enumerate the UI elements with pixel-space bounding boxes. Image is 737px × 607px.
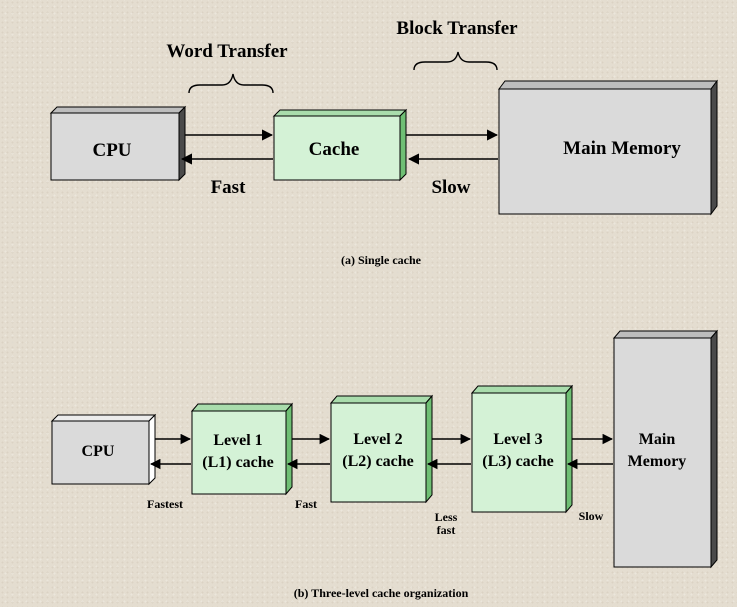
l3-label-line2: (L3) cache (482, 453, 554, 470)
caption-b: (b) Three-level cache organization (294, 586, 469, 600)
three-level-diagram: CPU Level 1 (L1) cache Level 2 (L2) cach… (50, 329, 719, 600)
cpu-b-label: CPU (82, 443, 115, 460)
slow-label: Slow (431, 177, 470, 198)
cpu-box: CPU (49, 105, 187, 182)
l2-cache-box: Level 2 (L2) cache (329, 394, 434, 504)
memory-b-label-line1: Main (639, 431, 676, 448)
l1-label-line2: (L1) cache (202, 454, 274, 471)
single-cache-diagram: CPU Cache Main Memory Word Transfer Bloc… (49, 18, 718, 267)
word-transfer-label: Word Transfer (166, 41, 288, 62)
cache-box: Cache (272, 108, 408, 182)
l2-label-line2: (L2) cache (342, 453, 414, 470)
main-memory-box-b: Main Memory (612, 329, 719, 569)
l2-label-line1: Level 2 (353, 431, 402, 448)
cpu-label: CPU (92, 140, 131, 161)
memory-b-label-line2: Memory (628, 453, 687, 470)
caption-a: (a) Single cache (341, 253, 422, 267)
less-fast-label-line2: fast (437, 523, 456, 537)
l1-cache-box: Level 1 (L1) cache (190, 402, 294, 496)
l1-label-line1: Level 1 (213, 432, 262, 449)
cache-label: Cache (309, 139, 360, 160)
main-memory-label: Main Memory (563, 138, 681, 159)
fast-b-label: Fast (295, 497, 317, 511)
block-transfer-label: Block Transfer (396, 18, 518, 39)
l3-label-line1: Level 3 (493, 431, 542, 448)
less-fast-label-line1: Less (435, 510, 458, 524)
slow-b-label: Slow (579, 509, 604, 523)
fastest-label: Fastest (147, 497, 183, 511)
fast-label: Fast (211, 177, 247, 198)
l3-cache-box: Level 3 (L3) cache (470, 384, 574, 514)
block-transfer-brace (413, 51, 498, 71)
word-transfer-brace (188, 73, 274, 94)
cpu-box-b: CPU (50, 413, 157, 486)
main-memory-box: Main Memory (498, 79, 718, 216)
